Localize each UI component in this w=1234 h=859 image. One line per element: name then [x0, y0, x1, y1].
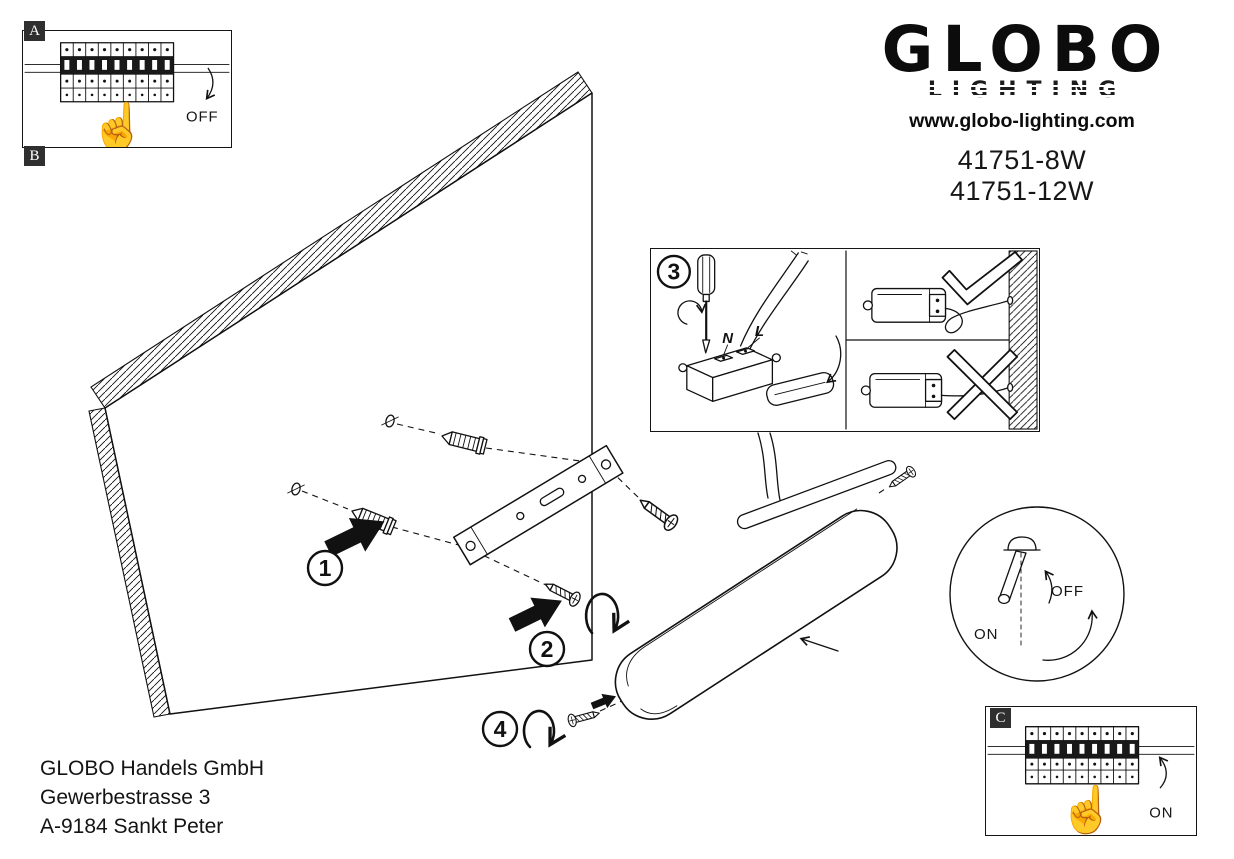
pointing-hand-icon: ☝: [1059, 782, 1116, 835]
model-number-1: 41751-8W: [957, 145, 1087, 175]
brand-logo: GLOBO: [881, 13, 1172, 86]
wiring-step-box: 3: [650, 248, 1040, 432]
circuit-breaker-strip: [24, 42, 230, 103]
incorrect-wiring-example: [860, 349, 1019, 421]
terminal-block: N L: [678, 324, 781, 402]
on-state-label: ON: [1149, 805, 1173, 821]
breaker-on-art: ☝ ON: [987, 726, 1195, 835]
terminal-l-label: L: [755, 324, 764, 340]
wiring-step-art: 3: [656, 250, 1038, 430]
lamp-body: [614, 508, 898, 720]
model-number-2: 41751-12W: [949, 176, 1095, 206]
lamp-pointer-arrow: [799, 636, 839, 652]
brand-tagline: LIGHTING: [924, 78, 1120, 103]
mounting-bracket: [453, 444, 624, 566]
figure-label-b-text: B: [29, 147, 40, 164]
step-3-badge: 3: [656, 254, 691, 289]
step-1-badge: 1: [306, 549, 344, 587]
lamp-cable: [757, 432, 781, 501]
figure-label-b: B: [24, 146, 45, 166]
figure-label-c: C: [990, 708, 1011, 728]
step-3-number: 3: [668, 259, 681, 285]
checkmark-icon: [941, 251, 1023, 306]
switch-down-arrow: [205, 67, 216, 100]
screwdriver-icon: [677, 254, 716, 354]
lamp-backplate: [736, 459, 897, 530]
correct-wiring-example: [862, 251, 1023, 334]
step-2-number: 2: [541, 636, 554, 662]
mains-wires: [739, 250, 809, 353]
figure-label-c-text: C: [995, 709, 1006, 726]
breaker-off-panel: ☝ OFF: [22, 30, 232, 148]
terminal-cover: [766, 372, 835, 406]
company-city: A-9184 Sankt Peter: [40, 815, 224, 838]
pointing-hand-icon: ☝: [90, 99, 147, 147]
switch-detail-bubble: OFF ON: [949, 506, 1125, 682]
brand-website: www.globo-lighting.com: [909, 110, 1135, 132]
cross-icon: [946, 349, 1019, 421]
circuit-breaker-strip: [987, 726, 1195, 785]
brand-block: GLOBO LIGHTING www.globo-lighting.com 41…: [856, 18, 1188, 206]
breaker-off-art: ☝ OFF: [24, 42, 230, 147]
step-4-number: 4: [494, 716, 507, 742]
switch-on-label: ON: [974, 626, 999, 643]
step-4-badge: 4: [481, 710, 519, 748]
figure-label-a: A: [24, 21, 45, 41]
breaker-on-panel: ☝ ON: [985, 706, 1197, 836]
wall-cross-section: [1008, 250, 1038, 430]
switch-up-arrow: [1158, 756, 1169, 789]
company-name: GLOBO Handels GmbH: [40, 757, 265, 780]
cover-rotate-arrow: [826, 335, 842, 384]
step-1-number: 1: [319, 555, 332, 581]
step-2-badge: 2: [528, 630, 566, 668]
company-street: Gewerbestrasse 3: [40, 786, 211, 809]
manufacturer-address: GLOBO Handels GmbH Gewerbestrasse 3 A-91…: [40, 754, 264, 841]
figure-label-a-text: A: [29, 22, 40, 39]
off-state-label: OFF: [186, 109, 219, 125]
switch-off-label: OFF: [1051, 583, 1084, 600]
assembly-axis-lines: [301, 423, 889, 712]
terminal-n-label: N: [722, 331, 733, 347]
screw-rotation-arrows: [522, 592, 631, 749]
